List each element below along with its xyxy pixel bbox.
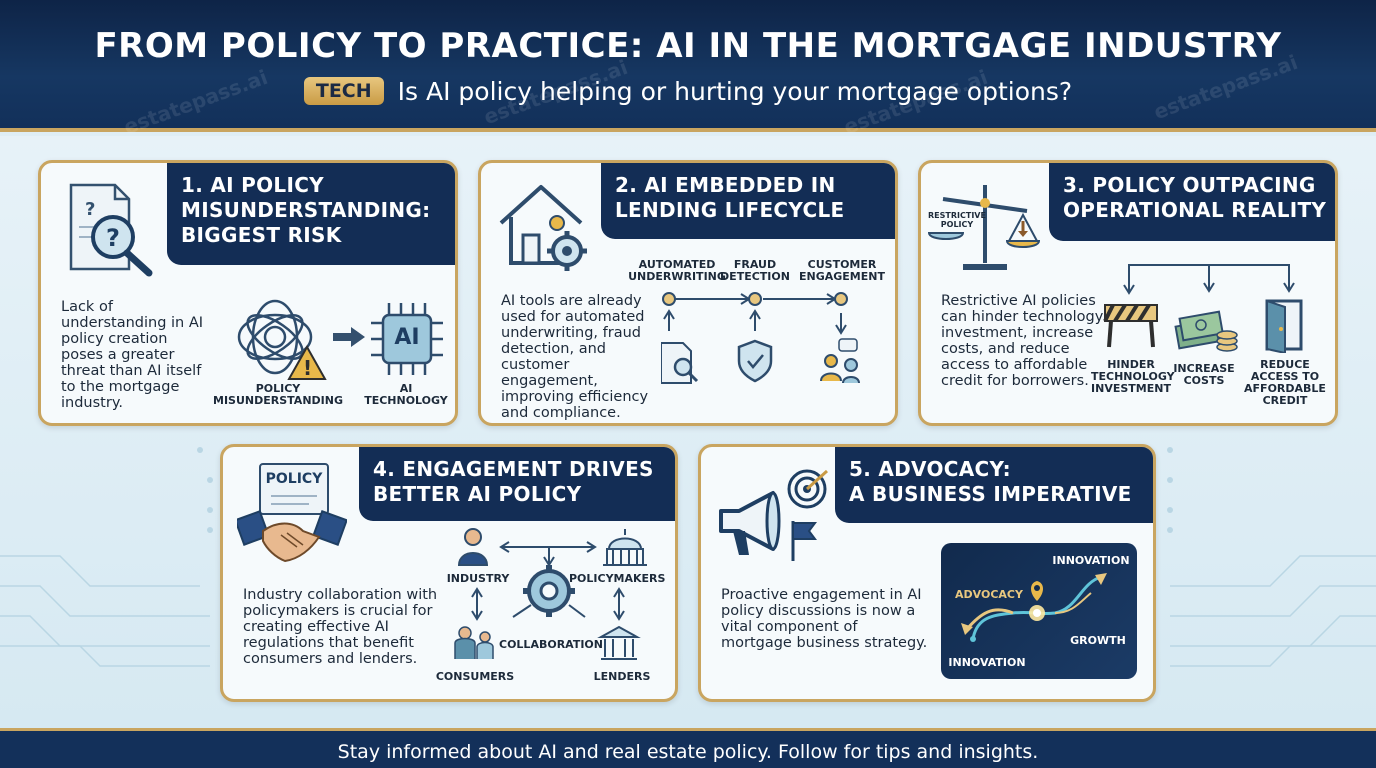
card-heading: 5. ADVOCACY: A BUSINESS IMPERATIVE <box>835 447 1153 523</box>
node-label-collaboration: COLLABORATION <box>499 638 603 651</box>
chip-outline <box>371 303 443 375</box>
lifecycle-flow-diagram <box>661 292 860 384</box>
handshake-icon <box>237 510 347 563</box>
card-ai-lending-lifecycle: 2. AI EMBEDDED IN LENDING LIFECYCLE AUTO… <box>478 160 898 426</box>
card-policy-outpacing: 3. POLICY OUTPACING OPERATIONAL REALITY … <box>918 160 1338 426</box>
outcome-label-hinder: HINDER TECHNOLOGY INVESTMENT <box>1091 358 1175 395</box>
node-label-consumers: CONSUMERS <box>435 670 515 683</box>
map-label-advocacy: ADVOCACY <box>955 588 1023 601</box>
card-heading: 2. AI EMBEDDED IN LENDING LIFECYCLE <box>601 163 895 239</box>
tangled-knot-icon: ! <box>237 299 327 380</box>
step-label-fraud-detection: FRAUD DETECTION <box>720 258 790 283</box>
ai-chip-icon: AI <box>367 299 447 379</box>
card-description: Lack of understanding in AI policy creat… <box>61 299 204 411</box>
circuit-background <box>0 447 1376 667</box>
card-description: AI tools are already used for automated … <box>501 293 649 421</box>
node-label-policymakers: POLICYMAKERS <box>569 572 666 585</box>
roadblock-icon <box>1103 303 1158 348</box>
balance-scale-icon <box>927 185 1041 270</box>
footer-text: Stay informed about AI and real estate p… <box>337 741 1039 763</box>
node-label-lenders: LENDERS <box>593 670 651 683</box>
house-gears-icon <box>499 185 587 271</box>
megaphone-target-icon <box>719 469 829 561</box>
outcome-label-costs: INCREASE COSTS <box>1173 362 1235 387</box>
card-heading: 3. POLICY OUTPACING OPERATIONAL REALITY <box>1049 163 1335 241</box>
doc-line <box>271 495 317 497</box>
card-heading: 1. AI POLICY MISUNDERSTANDING: BIGGEST R… <box>167 163 455 265</box>
map-label-growth: GROWTH <box>1070 634 1126 647</box>
svg-text:?: ? <box>106 224 120 252</box>
doc-line <box>271 503 309 505</box>
svg-text:!: ! <box>303 356 312 380</box>
card-policy-misunderstanding: 1. AI POLICY MISUNDERSTANDING: BIGGEST R… <box>38 160 458 426</box>
door-icon <box>1265 299 1303 353</box>
step-label-underwriting: AUTOMATED UNDERWRITING <box>628 258 726 283</box>
card-description: Restrictive AI policies can hinder techn… <box>941 293 1104 389</box>
footer-bar: Stay informed about AI and real estate p… <box>0 728 1376 768</box>
label-ai-technology: AI TECHNOLOGY <box>364 382 448 407</box>
outcome-label-access: REDUCE ACCESS TO AFFORDABLE CREDIT <box>1244 358 1326 407</box>
arrow-right-icon <box>333 327 365 347</box>
label-policy-misunderstanding: POLICY MISUNDERSTANDING <box>213 382 343 407</box>
map-label-innovation-bottom: INNOVATION <box>948 656 1026 669</box>
header-banner: estatepass.ai estatepass.ai estatepass.a… <box>0 0 1376 139</box>
money-stack-icon <box>1174 310 1238 352</box>
document-question-icon: ? ? <box>69 183 153 277</box>
advocacy-map-panel: INNOVATION ADVOCACY GROWTH INNOVATION <box>941 543 1137 679</box>
card-description: Proactive engagement in AI policy discus… <box>721 587 928 651</box>
svg-text:?: ? <box>85 199 95 220</box>
collaboration-network-diagram <box>454 528 647 660</box>
chip-label: AI <box>394 325 420 350</box>
node-label-industry: INDUSTRY <box>446 572 510 585</box>
growth-path-graphic <box>961 573 1107 642</box>
branch-arrows <box>1123 264 1295 295</box>
card-advocacy: 5. ADVOCACY: A BUSINESS IMPERATIVE Proac… <box>698 444 1156 702</box>
scale-label: RESTRICTIVE POLICY <box>928 211 986 229</box>
map-label-innovation-top: INNOVATION <box>1052 554 1130 567</box>
step-label-customer-engagement: CUSTOMER ENGAGEMENT <box>799 258 885 283</box>
page-subtitle: Is AI policy helping or hurting your mor… <box>397 76 1073 106</box>
category-badge: TECH <box>303 77 384 105</box>
subtitle-row: TECH Is AI policy helping or hurting you… <box>0 74 1376 108</box>
card-heading: 4. ENGAGEMENT DRIVES BETTER AI POLICY <box>359 447 675 521</box>
policy-document-icon: POLICY <box>259 463 329 515</box>
card-engagement: 4. ENGAGEMENT DRIVES BETTER AI POLICY PO… <box>220 444 678 702</box>
card-description: Industry collaboration with policymakers… <box>243 587 438 667</box>
page-title: FROM POLICY TO PRACTICE: AI IN THE MORTG… <box>94 26 1282 66</box>
policy-document-label: POLICY <box>265 471 323 487</box>
